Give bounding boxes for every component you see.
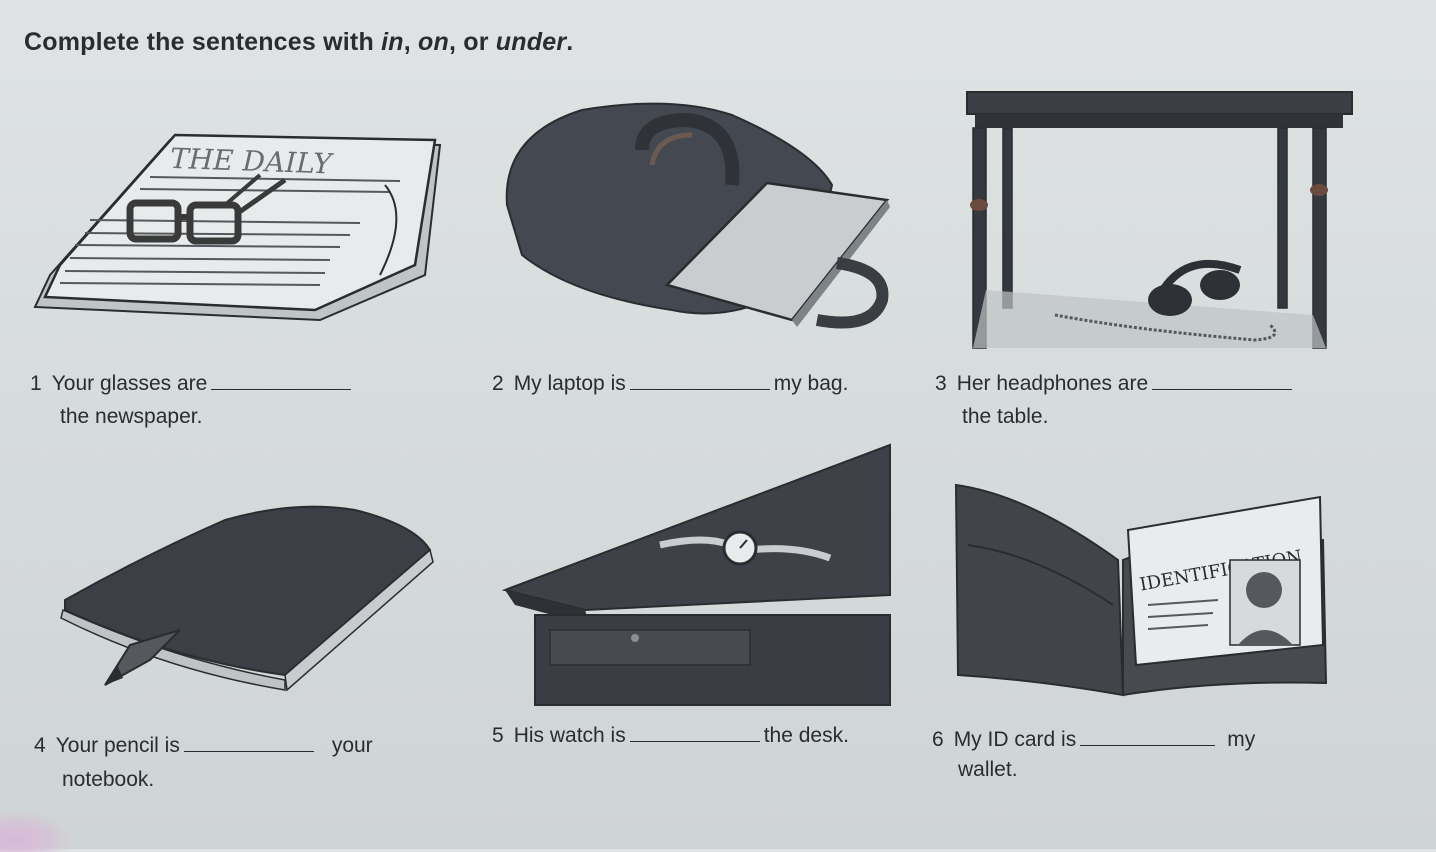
item-6-blank[interactable] [1080,725,1216,746]
item-3-blank[interactable] [1152,369,1293,390]
item-5-blank[interactable] [629,721,760,742]
newspaper-glasses-illustration: THE DAILY [33,133,442,322]
item-3-line-2: the table. [962,405,1049,428]
paper-stain [0,812,70,852]
instruction-heading: Complete the sentences with in, on, or u… [24,28,573,57]
item-4-line-2: notebook. [62,768,155,791]
instruction-text: Complete the sentences with [24,28,382,56]
item-2-text: My laptop is [513,372,626,395]
item-2-after: my bag. [773,372,849,395]
instruction-end: . [566,28,574,56]
item-3-line-1: 3 Her headphones are [935,368,1296,400]
item-1-blank[interactable] [211,369,352,390]
item-2-line-1: 2 My laptop is my bag. [492,368,848,400]
item-4-after: your [331,734,373,757]
masthead-text: THE DAILY [170,142,335,181]
item-3-number: 3 [935,372,947,395]
notebook-pencil-illustration [60,505,434,692]
item-4-blank[interactable] [183,731,314,752]
word-on: on [418,28,449,56]
word-in: in [381,28,404,56]
item-1-text: Your glasses are [51,372,208,395]
item-5-after: the desk. [763,724,849,747]
item-1-line-1: 1 Your glasses are [30,368,355,400]
item-5-number: 5 [492,724,504,747]
item-3-text: Her headphones are [956,372,1149,395]
item-1-line-2: the newspaper. [60,405,203,428]
item-6-line-1: 6 My ID card is my [932,724,1255,756]
wallet-idcard-illustration: IDENTIFICATION [954,483,1328,697]
instruction-sep2: , or [448,28,496,56]
item-4-text: Your pencil is [55,734,180,757]
item-5-line-1: 5 His watch is the desk. [492,720,849,752]
item-1-number: 1 [30,372,42,395]
item-4-number: 4 [34,734,46,757]
item-6-number: 6 [932,728,944,751]
item-2-blank[interactable] [629,369,770,390]
item-5-text: His watch is [513,724,626,747]
item-4-line-1: 4 Your pencil is your [34,730,373,762]
item-6-text: My ID card is [953,728,1077,751]
table-headphones-illustration [966,91,1353,349]
laptop-bag-illustration [505,102,890,329]
item-2-number: 2 [492,372,504,395]
word-under: under [495,28,567,56]
desk-watch-illustration [501,443,891,706]
item-6-after: my [1227,728,1256,751]
instruction-sep1: , [403,28,418,56]
item-6-line-2: wallet. [958,758,1018,781]
